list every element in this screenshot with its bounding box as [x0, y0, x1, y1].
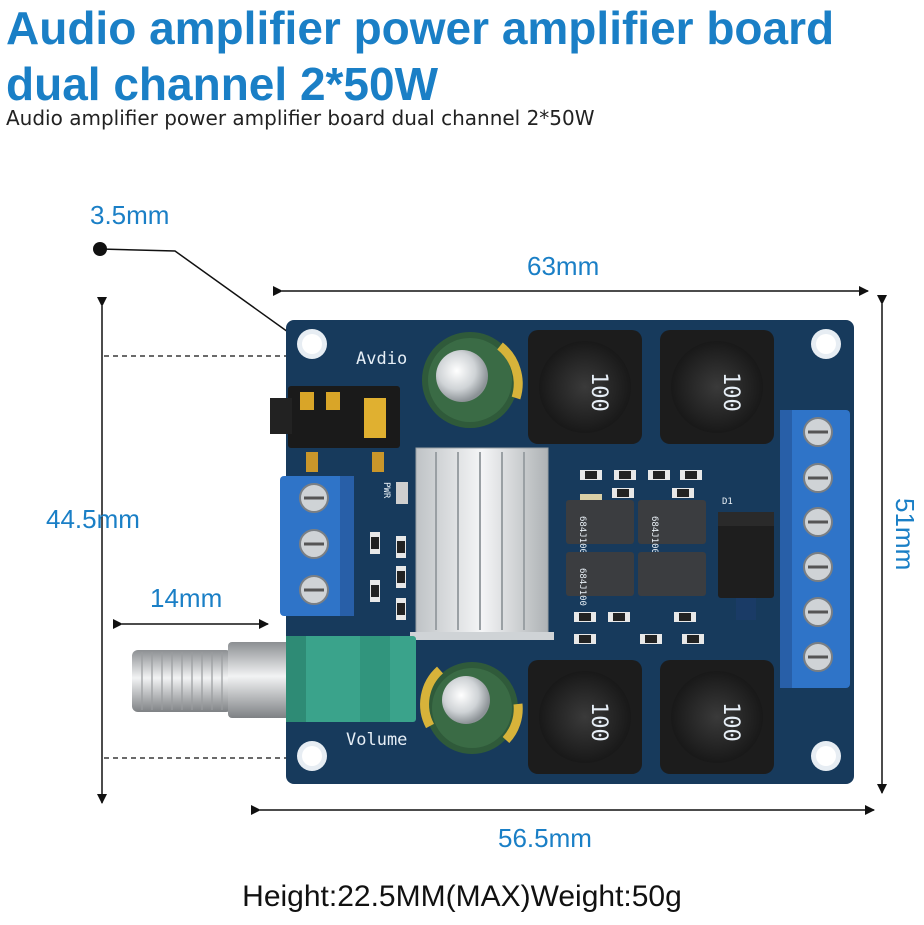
resistor-code-1: 684J100	[577, 516, 587, 554]
smd-components	[370, 470, 704, 644]
subtitle: Audio amplifier power amplifier board du…	[6, 106, 595, 130]
hole-dimension-label: 3.5mm	[90, 200, 169, 230]
audio-silk-label: Avdio	[356, 349, 407, 369]
resistor-code-2: 684J100	[649, 516, 659, 554]
specs-footer: Height:22.5MM(MAX)Weight:50g	[242, 880, 682, 913]
bottom-width-label: 56.5mm	[498, 823, 592, 853]
heatsink	[410, 447, 554, 640]
capacitor-top	[422, 332, 523, 428]
page-title: Audio amplifier power amplifier board du…	[6, 0, 916, 112]
inductor-code-4: 100	[718, 702, 743, 742]
left-height-label: 44.5mm	[46, 504, 140, 534]
power-terminal-block	[280, 476, 354, 616]
top-width-label: 63mm	[527, 251, 599, 281]
knob-length-label: 14mm	[150, 583, 222, 613]
power-led	[396, 482, 408, 504]
dimension-lines	[93, 242, 887, 815]
inductor-code-2: 100	[718, 372, 743, 412]
inductor-code-3: 100	[586, 702, 611, 742]
inductor-code-1: 100	[586, 372, 611, 412]
resistor-code-3: 684J100	[577, 568, 587, 606]
inductor-top-right: 100	[660, 330, 774, 444]
volume-potentiometer	[132, 636, 416, 722]
inductor-bottom-left: 100	[528, 660, 642, 774]
audio-jack	[270, 386, 400, 472]
speaker-terminal-block	[780, 410, 850, 688]
hole-leader-line	[99, 248, 296, 338]
mounting-holes	[297, 329, 841, 771]
inductor-bottom-right: 100	[660, 660, 774, 774]
pcb-board: Avdio 100	[132, 320, 854, 784]
title-line-2: dual channel 2*50W	[6, 58, 439, 110]
right-height-label: 51mm	[890, 498, 920, 570]
film-capacitors: 684J100 684J100 684J100	[566, 500, 706, 606]
pwr-silk-label: PWR	[381, 482, 391, 499]
volume-silk-label: Volume	[346, 730, 407, 750]
title-line-1: Audio amplifier power amplifier board	[6, 2, 835, 54]
diode-d1	[718, 512, 774, 620]
inductor-top-left: 100	[528, 330, 642, 444]
d1-silk-label: D1	[722, 497, 733, 507]
capacitor-bottom	[420, 662, 523, 754]
